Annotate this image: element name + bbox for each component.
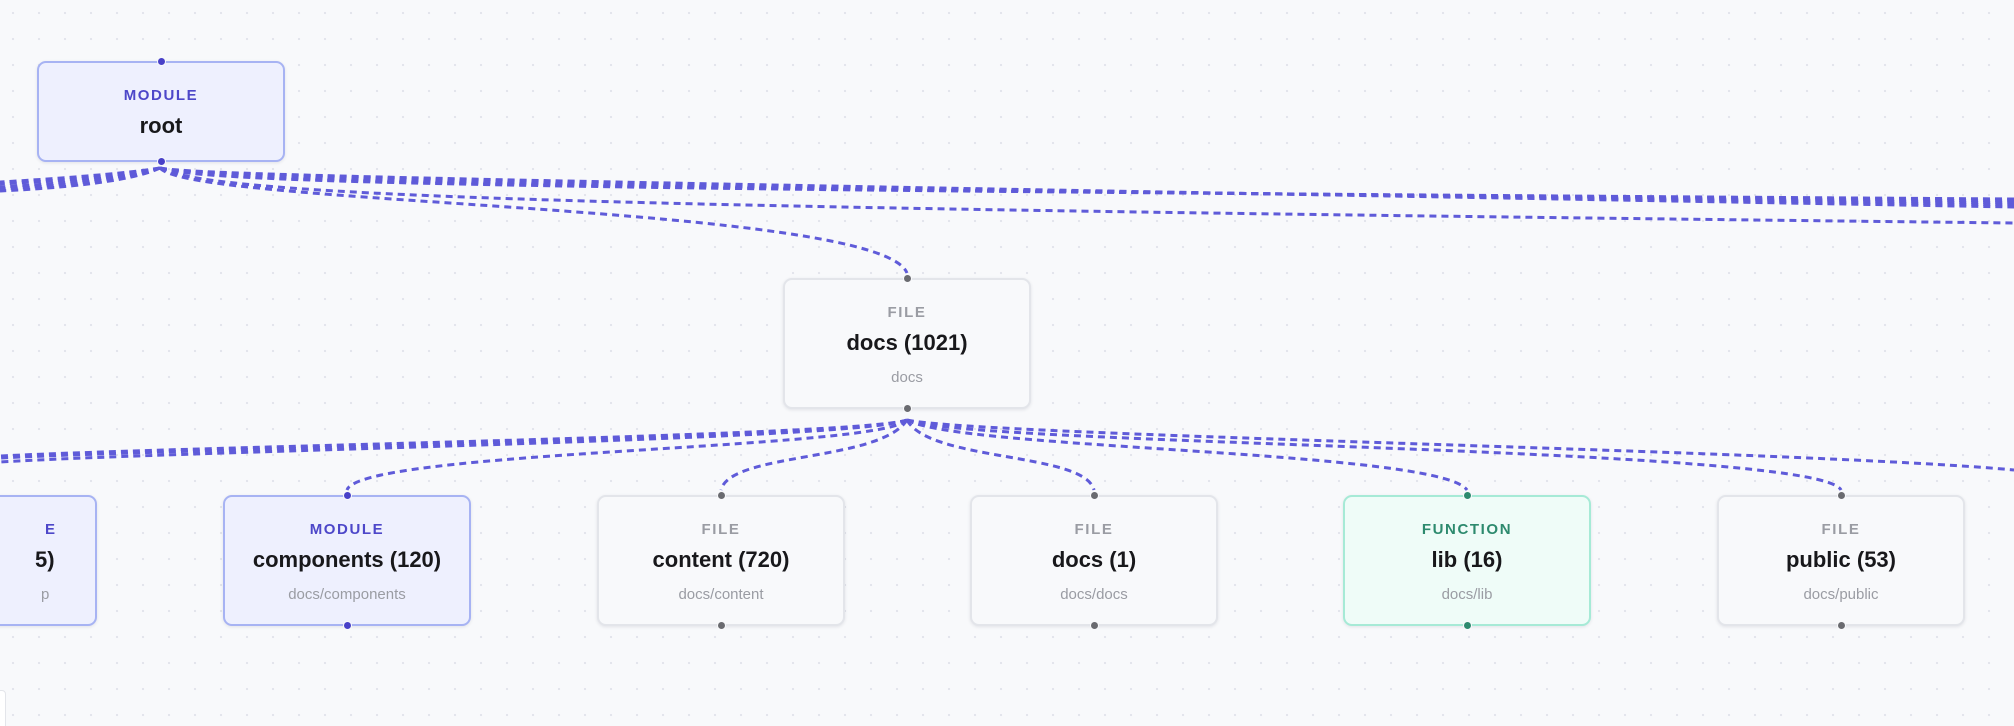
node-docs-docs[interactable]: FILE docs (1) docs/docs — [970, 491, 1218, 630]
node-handle-bottom[interactable] — [1836, 621, 1846, 630]
node-handle-top[interactable] — [1462, 491, 1472, 500]
edge-docs-content — [719, 419, 909, 491]
edge-root-left — [0, 166, 161, 184]
node-type: MODULE — [123, 87, 199, 104]
node-handle-bottom[interactable] — [1462, 621, 1472, 630]
edge-docs-right — [906, 418, 2014, 472]
edge-root-right — [159, 166, 2014, 207]
edge-docs-components — [345, 418, 909, 491]
node-docs[interactable]: FILE docs (1021) docs — [783, 274, 1031, 413]
node-label: public (53) — [1785, 547, 1896, 572]
node-path: docs/content — [678, 586, 764, 603]
node-type: MODULE — [309, 521, 385, 538]
edge-root-docs — [158, 166, 909, 274]
node-label: docs (1021) — [846, 330, 968, 355]
node-content[interactable]: FILE content (720) docs/content — [597, 491, 845, 630]
edge-docs-left — [0, 418, 908, 460]
node-handle-bottom[interactable] — [156, 157, 166, 166]
node-lib[interactable]: FUNCTION lib (16) docs/lib — [1343, 491, 1591, 630]
edge-docs-left — [0, 418, 908, 458]
node-label: root — [139, 113, 183, 138]
node-handle-top[interactable] — [716, 491, 726, 500]
minimap-panel-edge[interactable] — [0, 690, 6, 726]
node-label: components (120) — [252, 547, 442, 572]
node-type: E — [45, 521, 57, 538]
node-label: 5) — [35, 547, 55, 572]
node-label: lib (16) — [1431, 547, 1503, 572]
node-type: FILE — [887, 304, 927, 321]
node-path: docs/docs — [1060, 586, 1128, 603]
node-type: FILE — [1821, 521, 1861, 538]
node-label: docs (1) — [1051, 547, 1137, 572]
node-partial-left[interactable]: E 5) p — [0, 495, 97, 626]
node-path: docs — [891, 369, 923, 386]
node-handle-top[interactable] — [1089, 491, 1099, 500]
node-handle-top[interactable] — [156, 57, 166, 66]
node-public[interactable]: FILE public (53) docs/public — [1717, 491, 1965, 630]
node-handle-top[interactable] — [1836, 491, 1846, 500]
node-path: docs/lib — [1441, 586, 1493, 603]
node-handle-bottom[interactable] — [1089, 621, 1099, 630]
node-path: docs/public — [1803, 586, 1879, 603]
node-label: content (720) — [652, 547, 790, 572]
node-handle-bottom[interactable] — [342, 621, 352, 630]
node-handle-top[interactable] — [902, 274, 912, 283]
node-type: FUNCTION — [1421, 521, 1513, 538]
node-type: FILE — [701, 521, 741, 538]
edge-docs-lib — [906, 418, 1469, 492]
node-handle-top[interactable] — [342, 491, 352, 500]
node-root[interactable]: MODULE root — [37, 57, 285, 166]
edge-docs-public — [906, 418, 1843, 491]
node-components[interactable]: MODULE components (120) docs/components — [223, 491, 471, 630]
node-handle-bottom[interactable] — [716, 621, 726, 630]
node-path: p — [41, 586, 50, 603]
node-type: FILE — [1074, 521, 1114, 538]
node-handle-bottom[interactable] — [902, 404, 912, 413]
node-path: docs/components — [288, 586, 406, 603]
edge-docs-left — [0, 418, 908, 464]
edge-root-right — [159, 166, 2014, 225]
edge-root-right — [159, 166, 2014, 209]
